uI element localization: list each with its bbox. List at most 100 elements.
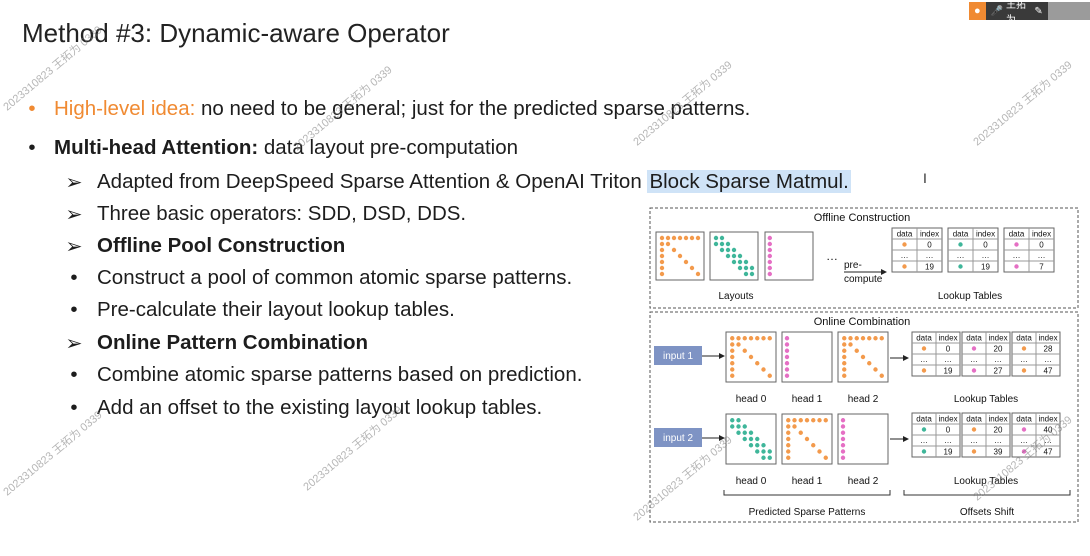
table-dot [1014,242,1019,247]
pattern-dot [840,443,846,448]
pattern-dot [767,373,772,378]
pattern-dot [659,265,665,271]
pattern-dot [695,271,701,277]
pattern-dot [736,418,741,423]
text-cursor-icon: I [923,170,927,186]
table-header-data: data [916,415,932,424]
bullet-dot: • [70,396,78,419]
pattern-dot [749,265,755,271]
pattern-dot [659,235,665,241]
pattern-dot [767,265,772,271]
layouts-label: Layouts [718,291,753,302]
pattern-dot [784,361,790,366]
bullet-dot: • [70,266,78,289]
pattern-dot [677,235,683,241]
pattern-dot [767,241,772,247]
pattern-dot [683,235,689,241]
head-1-label: head 1 [792,394,823,405]
table-cell-index: 28 [1044,345,1053,354]
table-header-index: index [1038,415,1057,424]
arrow-bullet: ➢ [65,332,83,355]
pattern-dot [761,367,766,372]
slide-title: Method #3: Dynamic-aware Operator [22,18,450,48]
pattern-dot [840,436,846,442]
pattern-dot [784,367,790,372]
head-1-label: head 1 [792,476,823,487]
pattern-dot [786,430,791,435]
precompute-label-1: pre- [844,260,862,271]
bullet-text: Combine atomic sparse patterns based on … [97,363,583,386]
table-cell-ellipsis: … [926,251,934,260]
speaker-tag[interactable]: 🎤 王拓为 ✎ [985,0,1048,26]
table-dot [958,264,963,269]
pattern-dot [755,361,760,366]
pattern-dot [784,348,790,353]
input-2-label: input 2 [663,433,693,444]
camera-thumbnail[interactable] [1047,2,1090,20]
offline-lookup-label: Lookup Tables [938,291,1002,302]
table-cell-index: 27 [994,367,1003,376]
pattern-dot [743,271,749,277]
pattern-dot [730,373,735,378]
table-dot [971,449,977,454]
pattern-dot [713,241,719,247]
bullet-text: Add an offset to the existing layout loo… [97,396,543,419]
pattern-dot [737,253,743,259]
pattern-dot [748,430,754,435]
pattern-dot [730,424,735,429]
table-cell-index: 0 [1039,241,1044,250]
table-cell-ellipsis: … [920,436,928,445]
predicted-label: Predicted Sparse Patterns [749,507,866,518]
pattern-dot [742,336,747,341]
pattern-dot [689,235,695,241]
table-dot [1014,264,1019,269]
table-header-data: data [953,230,969,239]
pattern-dot [879,336,884,341]
table-cell-ellipsis: … [982,251,990,260]
pattern-dot [842,348,847,353]
pattern-dot [755,336,760,341]
pattern-dot [798,430,803,435]
table-dot [958,242,963,247]
pattern-dot [860,354,866,360]
table-cell-ellipsis: … [994,355,1002,364]
table-cell-index: 0 [946,345,951,354]
table-cell-index: 19 [944,367,953,376]
pattern-dot [713,235,719,241]
bullet-text: Offline Pool Construction [97,234,346,257]
sub-bullet-combine: • Combine atomic sparse patterns based o… [64,363,582,387]
pattern-dot [695,235,701,241]
operator-figure: Offline Construction … Layouts pre- comp… [649,207,1079,523]
pattern-dot [677,253,683,259]
arrow-bullet: ➢ [65,203,83,226]
pattern-dots [767,235,772,277]
pattern-dot [730,361,735,366]
bullet-multi-head: • Multi-head Attention: data layout pre-… [22,136,518,160]
bullet-high-level: • High-level idea: no need to be general… [22,97,750,121]
pattern-dots [713,235,755,277]
sub-bullet-operators: ➢ Three basic operators: SDD, DSD, DDS. [64,202,466,226]
pattern-dot [659,259,665,265]
pattern-dot [840,455,846,460]
offline-box [649,207,1079,309]
pattern-dot [767,336,772,341]
user-icon[interactable]: ● [969,2,986,20]
pattern-dot [761,455,766,460]
pattern-dot [786,436,791,442]
offsets-brace [903,490,1071,496]
bullet-dot: • [70,363,78,386]
table-cell-ellipsis: … [944,436,952,445]
bullet-text: Three basic operators: SDD, DSD, DDS. [97,202,467,225]
online-lookup-label-1: Lookup Tables [954,394,1018,405]
pattern-dot [840,424,846,429]
pattern-dot [817,449,822,454]
precompute-label-2: compute [844,274,883,285]
pattern-dot [879,373,884,378]
table-dot [921,449,927,454]
table-cell-index: 39 [994,448,1003,457]
pattern-dot [860,336,866,341]
pattern-dot [817,418,822,423]
highlighted-text: Block Sparse Matmul. [647,170,851,193]
bullet-list: • High-level idea: no need to be general… [22,97,851,419]
